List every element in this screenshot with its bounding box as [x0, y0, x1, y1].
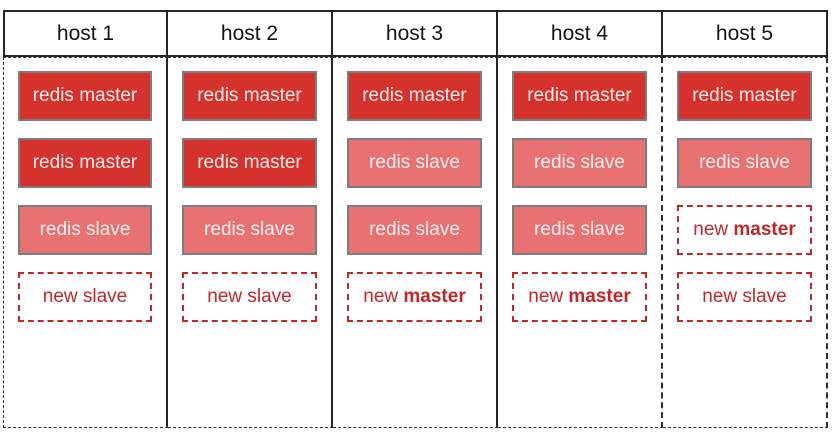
- node-label: redis master: [197, 152, 302, 173]
- redis-slave-box: redis slave: [182, 205, 317, 255]
- hosts-grid: host 1 redis master redis master redis sla…: [3, 10, 828, 428]
- redis-slave-box: redis slave: [347, 205, 482, 255]
- host-2-body: redis master redis master redis slave new s…: [168, 57, 333, 428]
- node-label: redis slave: [534, 219, 625, 240]
- redis-slave-box: redis slave: [347, 138, 482, 188]
- redis-master-box: redis master: [182, 138, 317, 188]
- node-label: redis master: [32, 85, 138, 106]
- host-column-4: host 4 redis master redis slave redis slav…: [498, 10, 663, 428]
- node-label: new: [363, 286, 404, 307]
- redis-hosts-diagram: host 1 redis master redis master redis sla…: [3, 10, 828, 428]
- node-label: redis slave: [534, 152, 625, 173]
- node-label: redis master: [692, 85, 797, 106]
- node-label: redis slave: [369, 219, 460, 240]
- new-node-box: new master: [347, 272, 482, 322]
- redis-slave-box: redis slave: [677, 138, 812, 188]
- host-4-body: redis master redis slave redis slave new ma…: [498, 57, 663, 428]
- host-2-header: host 2: [168, 10, 333, 57]
- node-label-bold: master: [568, 286, 631, 307]
- node-label: redis slave: [204, 219, 295, 240]
- redis-master-box: redis master: [182, 71, 317, 121]
- host-5-body: redis master redis slave new master new sla…: [663, 57, 828, 428]
- redis-master-box: redis master: [512, 71, 647, 121]
- node-label: redis slave: [369, 152, 460, 173]
- node-label: new slave: [702, 286, 787, 307]
- new-node-box: new master: [677, 205, 812, 255]
- redis-master-box: redis master: [347, 71, 482, 121]
- node-label-bold: master: [403, 286, 466, 307]
- host-3-body: redis master redis slave redis slave new ma…: [333, 57, 498, 428]
- node-label: new: [693, 219, 734, 240]
- node-label: redis master: [32, 152, 138, 173]
- new-node-box: new slave: [18, 272, 152, 322]
- host-5-header: host 5: [663, 10, 828, 57]
- redis-slave-box: redis slave: [512, 138, 647, 188]
- host-4-header: host 4: [498, 10, 663, 57]
- node-label: redis master: [197, 85, 302, 106]
- redis-master-box: redis master: [677, 71, 812, 121]
- node-label: new: [528, 286, 569, 307]
- node-label: redis slave: [699, 152, 790, 173]
- node-label: new slave: [42, 286, 128, 307]
- node-label: redis master: [527, 85, 632, 106]
- host-3-header: host 3: [333, 10, 498, 57]
- host-column-2: host 2 redis master redis master redis sla…: [168, 10, 333, 428]
- node-label: new slave: [207, 286, 292, 307]
- redis-master-box: redis master: [18, 71, 152, 121]
- redis-slave-box: redis slave: [18, 205, 152, 255]
- host-column-3: host 3 redis master redis slave redis slav…: [333, 10, 498, 428]
- new-node-box: new master: [512, 272, 647, 322]
- node-label: redis master: [362, 85, 467, 106]
- new-node-box: new slave: [182, 272, 317, 322]
- host-1-body: redis master redis master redis slave new s…: [3, 57, 168, 428]
- host-column-1: host 1 redis master redis master redis sla…: [3, 10, 168, 428]
- redis-slave-box: redis slave: [512, 205, 647, 255]
- new-node-box: new slave: [677, 272, 812, 322]
- host-1-header: host 1: [3, 10, 168, 57]
- redis-master-box: redis master: [18, 138, 152, 188]
- node-label: redis slave: [39, 219, 131, 240]
- host-column-5: host 5 redis master redis slave new master…: [663, 10, 828, 428]
- node-label-bold: master: [733, 219, 796, 240]
